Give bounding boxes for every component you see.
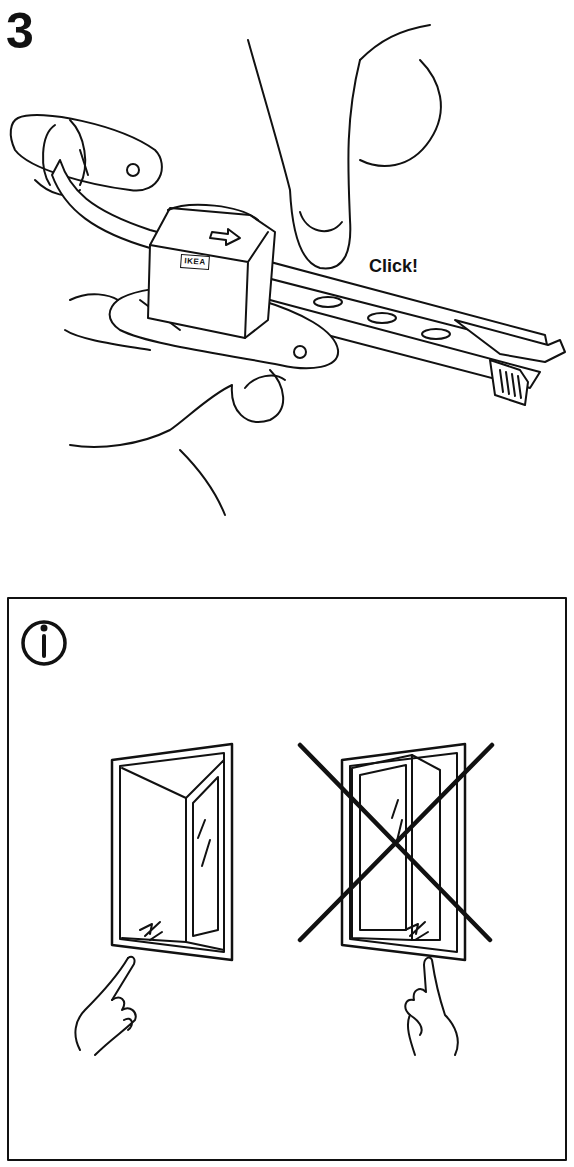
click-sound-label: Click!: [367, 256, 420, 276]
brand-logo: IKEA: [180, 254, 210, 270]
step-number: 3: [6, 6, 34, 56]
